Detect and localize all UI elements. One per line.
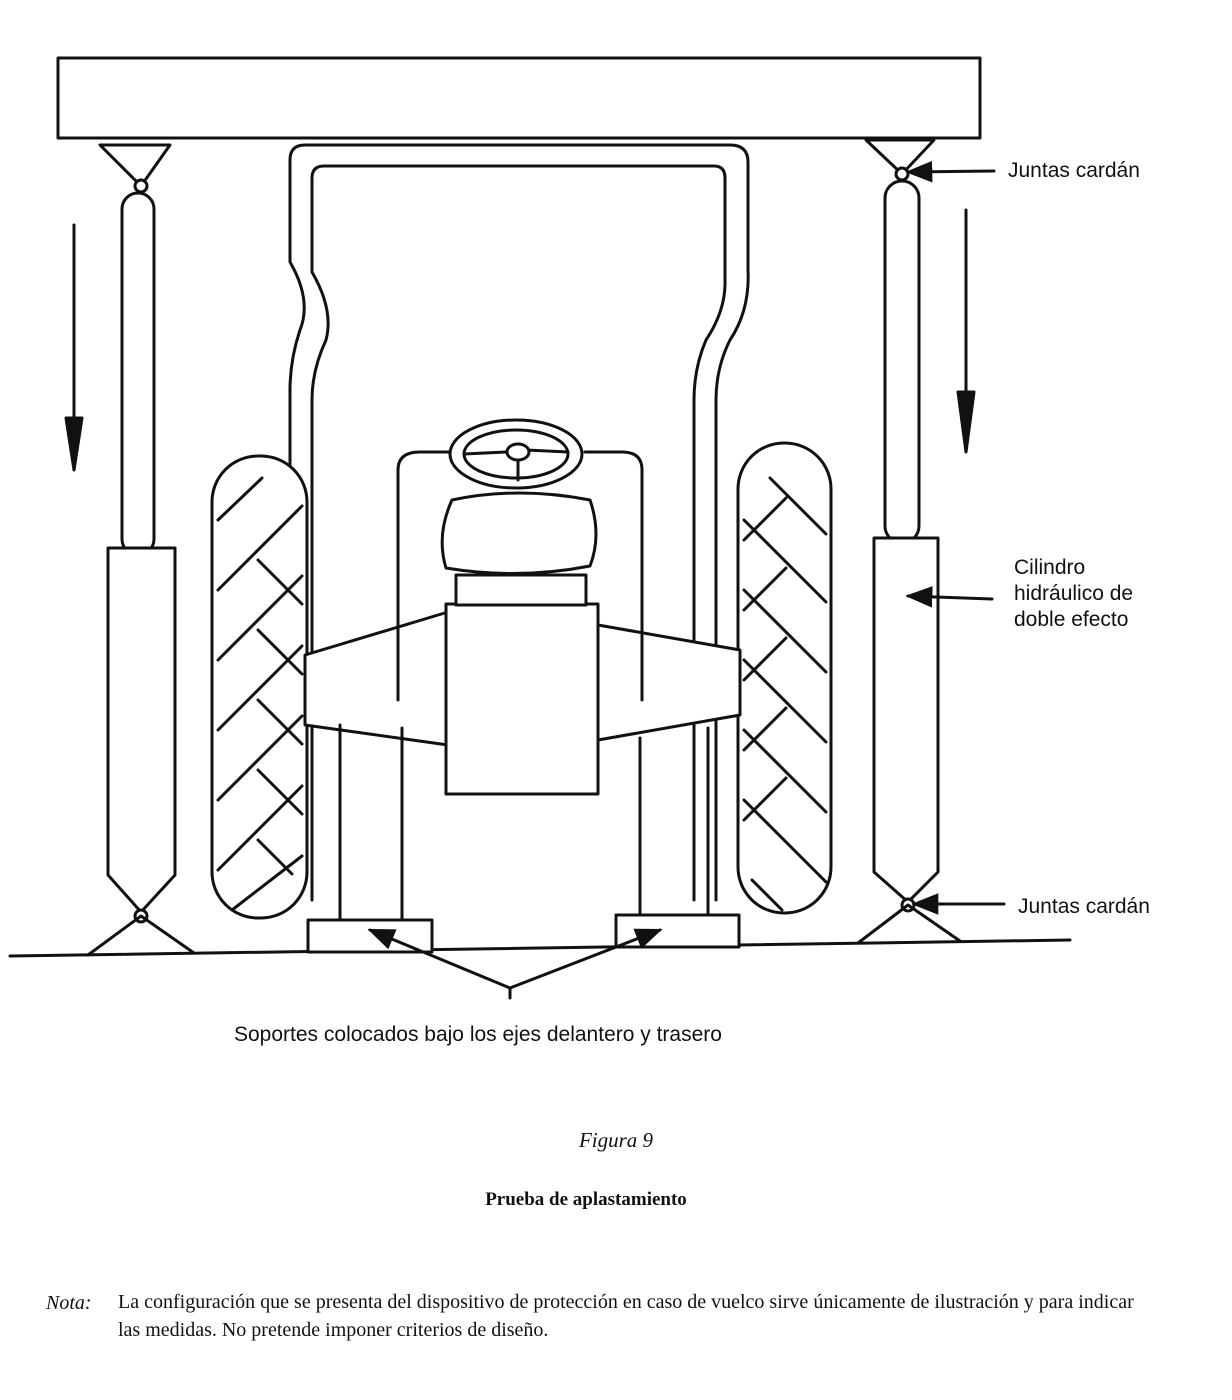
right-top-cardan-bracket [864, 138, 936, 176]
frame-outer [288, 143, 750, 902]
frame-inner [310, 164, 727, 902]
loading-beam [56, 56, 982, 140]
left-cylinder-body [106, 546, 177, 914]
leader-cylinder [905, 586, 994, 608]
leader-support-right [508, 928, 663, 990]
figure-title: Prueba de aplastamiento [485, 1189, 687, 1210]
right-cylinder-body [872, 536, 940, 904]
left-axle-legs [338, 723, 404, 922]
left-wheel [210, 454, 309, 920]
left-hydraulic-cylinder [86, 143, 196, 957]
note-label: Nota: [46, 1292, 92, 1314]
right-bottom-cardan-bracket [856, 903, 962, 945]
label-cylinder-line-1: Cilindro [1014, 556, 1086, 579]
seat [440, 491, 598, 576]
right-piston-rod [883, 179, 921, 545]
label-supports: Soportes colocados bajo los ejes delante… [234, 1023, 722, 1046]
left-top-cardan-bracket [98, 143, 172, 188]
left-piston-rod [120, 191, 156, 557]
label-cylinder-line-3: doble efecto [1014, 608, 1129, 631]
dashboard-frame [396, 450, 644, 702]
label-cardan-bottom: Juntas cardán [1018, 895, 1150, 918]
rollover-frame [288, 143, 750, 902]
leader-support-left [367, 928, 512, 990]
note-text: La configuración que se presenta del dis… [118, 1291, 1134, 1341]
right-hydraulic-cylinder [856, 138, 962, 945]
leader-cardan-top [905, 160, 996, 183]
transmission-housing [444, 602, 600, 796]
right-wheel [736, 441, 833, 915]
label-cardan-top: Juntas cardán [1008, 159, 1140, 182]
figure-number: Figura 9 [578, 1128, 654, 1152]
left-axle-housing [303, 610, 450, 747]
tractor-body [303, 418, 742, 922]
right-load-arrow [956, 208, 976, 454]
support-block-right [614, 913, 741, 949]
steering-spokes [462, 448, 570, 482]
right-top-cardan-joint [894, 166, 910, 182]
label-cylinder-line-2: hidráulico de [1014, 582, 1134, 605]
label-cylinder: Cilindro hidráulico de doble efecto [1014, 555, 1133, 633]
left-bottom-cardan-bracket [86, 914, 196, 957]
left-load-arrow [64, 223, 84, 472]
ground-line [8, 938, 1072, 958]
steering-hub [505, 442, 531, 462]
right-axle-housing [596, 623, 742, 742]
left-top-cardan-joint [133, 178, 149, 194]
seat-base [454, 573, 588, 607]
right-axle-legs [638, 726, 710, 917]
